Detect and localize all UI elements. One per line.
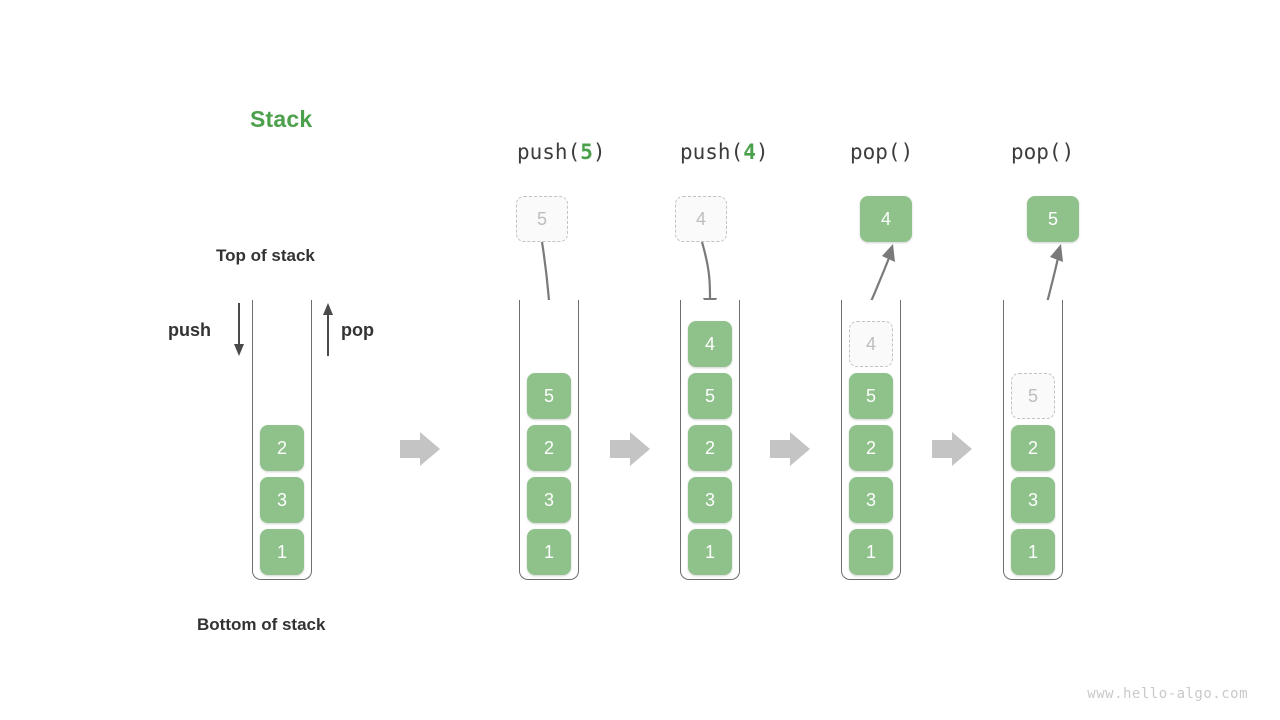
op-close: ) <box>900 140 914 164</box>
floating-cell-popped: 4 <box>860 196 912 242</box>
op-label-step-2: push(4) <box>680 140 769 164</box>
stack-cell: 5 <box>688 373 732 419</box>
stack-cell: 2 <box>527 425 571 471</box>
stack-cell: 2 <box>260 425 304 471</box>
stack-cell: 2 <box>1011 425 1055 471</box>
stack-cell: 3 <box>1011 477 1055 523</box>
op-label-step-3: pop() <box>850 140 913 164</box>
floating-cell-popped: 5 <box>1027 196 1079 242</box>
stack-cell: 5 <box>849 373 893 419</box>
op-close: ) <box>1061 140 1075 164</box>
flow-arrow-icon <box>400 432 440 466</box>
op-name: push( <box>680 140 744 164</box>
top-of-stack-label: Top of stack <box>216 246 315 265</box>
stack-cell: 1 <box>527 529 571 575</box>
pop-label: pop <box>341 320 374 340</box>
op-arg: 5 <box>580 140 593 164</box>
stack-cell: 4 <box>688 321 732 367</box>
op-close: ) <box>592 140 606 164</box>
stack-cell: 2 <box>849 425 893 471</box>
stack-cell: 1 <box>849 529 893 575</box>
flow-arrow-icon <box>932 432 972 466</box>
stack-cell: 5 <box>527 373 571 419</box>
floating-cell-ghost: 4 <box>675 196 727 242</box>
stack-cell-ghost: 5 <box>1011 373 1055 419</box>
stack-cell: 3 <box>849 477 893 523</box>
stack-cell: 1 <box>260 529 304 575</box>
stack-cell-ghost: 4 <box>849 321 893 367</box>
op-close: ) <box>755 140 769 164</box>
op-name: pop( <box>850 140 901 164</box>
op-arg: 4 <box>743 140 756 164</box>
bottom-of-stack-label: Bottom of stack <box>197 615 326 634</box>
op-name: push( <box>517 140 581 164</box>
op-label-step-1: push(5) <box>517 140 606 164</box>
stack-cell: 3 <box>260 477 304 523</box>
op-label-step-4: pop() <box>1011 140 1074 164</box>
stack-cell: 2 <box>688 425 732 471</box>
stack-cell: 3 <box>527 477 571 523</box>
floating-cell-ghost: 5 <box>516 196 568 242</box>
push-label: push <box>168 320 211 340</box>
op-name: pop( <box>1011 140 1062 164</box>
flow-arrow-icon <box>610 432 650 466</box>
stack-cell: 3 <box>688 477 732 523</box>
page-title: Stack <box>250 106 313 132</box>
stack-cell: 1 <box>1011 529 1055 575</box>
flow-arrow-icon <box>770 432 810 466</box>
watermark: www.hello-algo.com <box>1087 686 1248 702</box>
stack-cell: 1 <box>688 529 732 575</box>
